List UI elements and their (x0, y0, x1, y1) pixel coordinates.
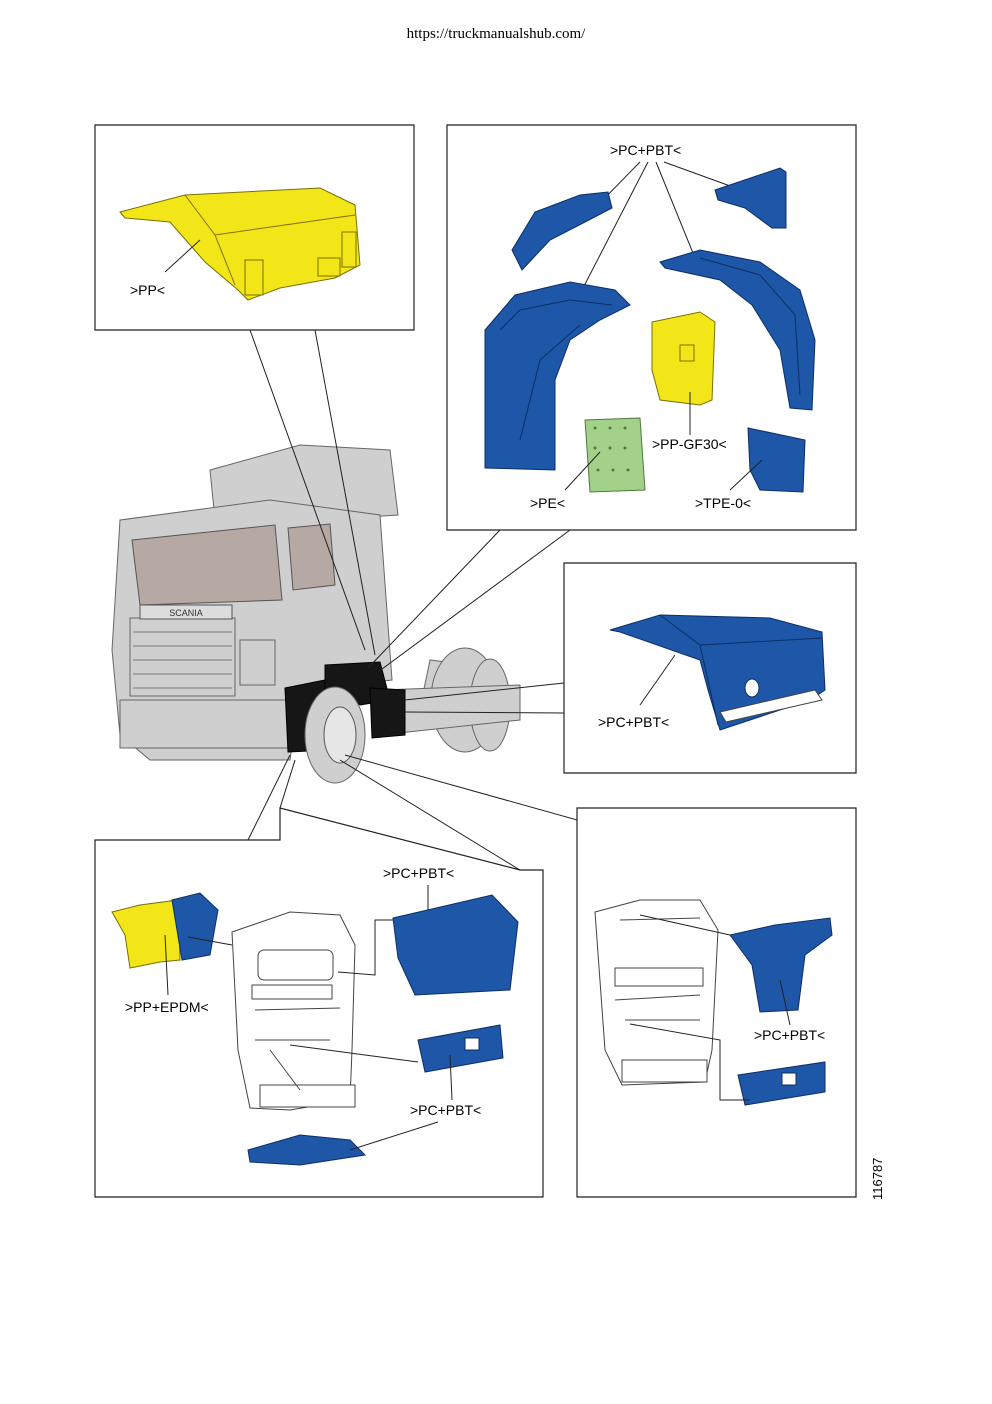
pc-pbt-fender-right-part (659, 249, 816, 411)
pc-pbt-fender-left-part (484, 281, 631, 471)
label-pc-pbt-br: >PC+PBT< (754, 1027, 825, 1043)
pc-pbt-battery-box-part (609, 614, 826, 731)
page-url: https://truckmanualshub.com/ (406, 26, 586, 42)
pc-pbt-tray-part (417, 1024, 504, 1073)
label-pc-pbt-mid: >PC+PBT< (598, 714, 669, 730)
pe-part (584, 417, 646, 493)
tpe-0-part (747, 427, 806, 493)
cab-frame-right-part (594, 899, 719, 1086)
label-pp-epdm: >PP+EPDM< (125, 999, 209, 1015)
label-pc-pbt-bl-top: >PC+PBT< (383, 865, 454, 881)
truck-icon: SCANIA (111, 444, 521, 784)
label-tpe-0: >TPE-0< (695, 495, 751, 511)
leader-lines (247, 329, 578, 871)
cab-frame-left-part (231, 911, 356, 1111)
figure-number: 116787 (870, 1157, 885, 1200)
pp-cover-part (119, 187, 361, 301)
truck-badge: SCANIA (169, 608, 203, 618)
label-pp: >PP< (130, 282, 165, 298)
pc-pbt-side-cover-part (729, 917, 833, 1013)
pp-gf30-part (651, 311, 716, 406)
pc-pbt-bracket-part (714, 167, 787, 229)
label-pe: >PE< (530, 495, 565, 511)
pp-epdm-part (111, 892, 219, 969)
label-pc-pbt-top: >PC+PBT< (610, 142, 681, 158)
pc-pbt-step-cover-part (392, 894, 519, 996)
label-pp-gf30: >PP-GF30< (652, 436, 727, 452)
pc-pbt-lower-step-part (247, 1134, 367, 1166)
label-pc-pbt-bl-bottom: >PC+PBT< (410, 1102, 481, 1118)
pc-pbt-strip-part (511, 191, 613, 271)
